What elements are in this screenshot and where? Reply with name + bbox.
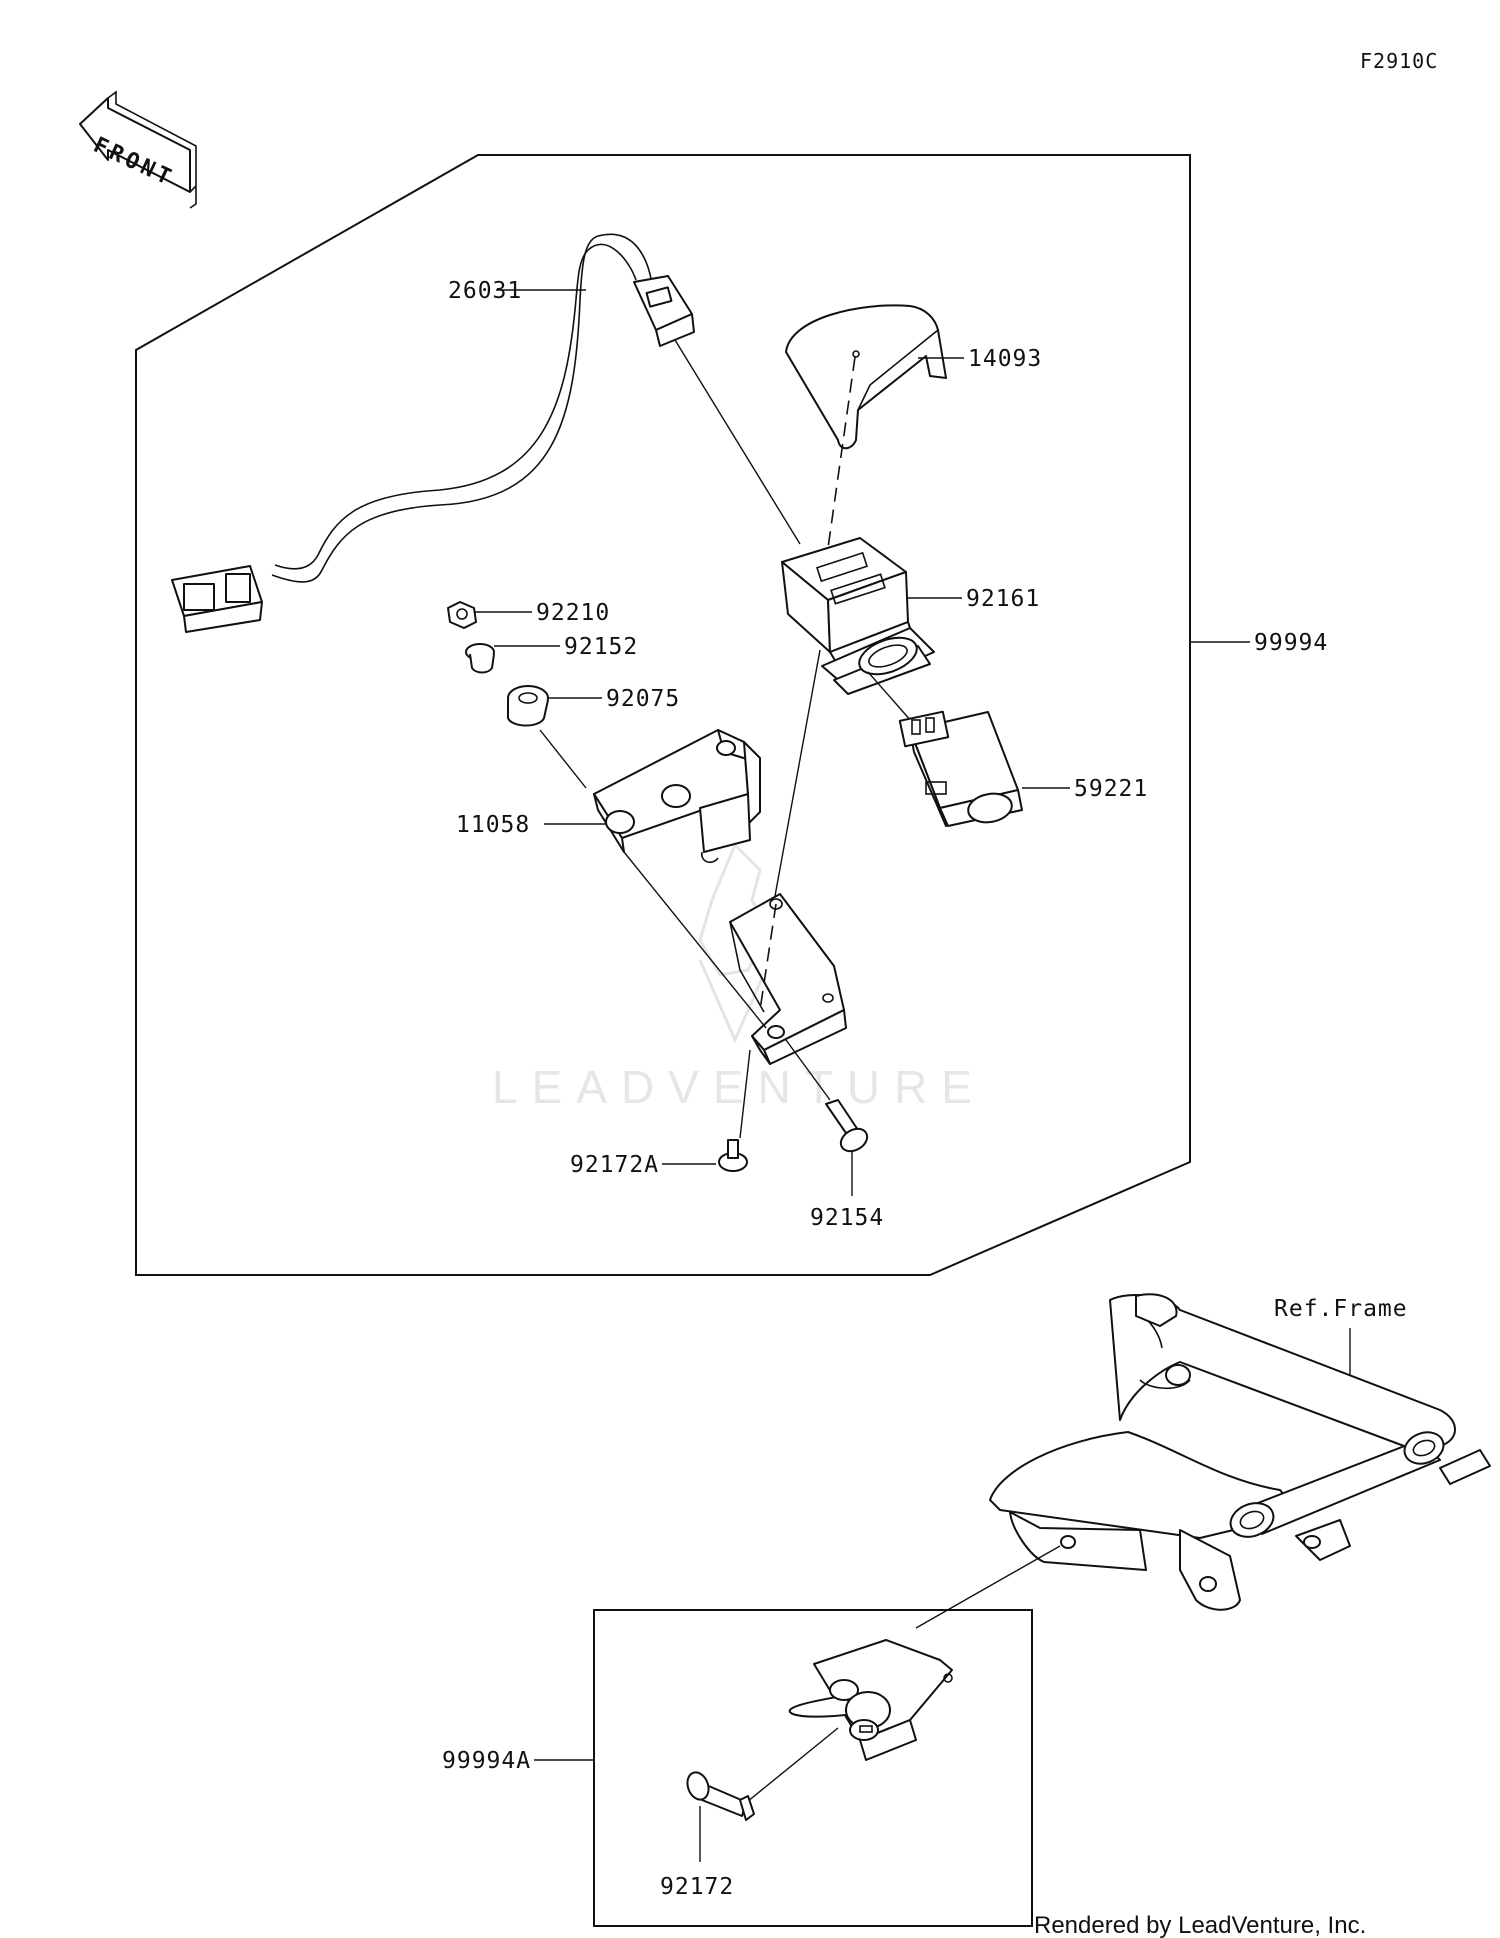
callout-92210: 92210 (536, 600, 610, 626)
callout-92172: 92172 (660, 1874, 734, 1900)
unit-59221 (898, 710, 1023, 827)
screw-92172 (686, 1771, 755, 1821)
figure-code: F2910C (1360, 49, 1438, 73)
callout-92075: 92075 (606, 686, 680, 712)
watermark-text: LEADVENTURE (492, 1061, 986, 1113)
callout-92154: 92154 (810, 1205, 884, 1231)
kit-outline-99994A (593, 1609, 1033, 1927)
mounting-plate (729, 893, 847, 1065)
cover-14093 (785, 304, 947, 450)
watermark-logo (698, 842, 772, 1044)
lock-bracket-99994A (788, 1639, 953, 1761)
callout-99994: 99994 (1254, 630, 1328, 656)
callout-14093: 14093 (968, 346, 1042, 372)
wiring-harness-26031 (171, 233, 695, 633)
callout-99994A: 99994A (442, 1748, 531, 1774)
callout-59221: 59221 (1074, 776, 1148, 802)
holder-92161 (781, 537, 935, 695)
ref-frame-label: Ref.Frame (1274, 1296, 1408, 1322)
reference-frame (989, 1293, 1491, 1611)
bracket-11058 (593, 729, 761, 864)
front-arrow-icon: FRONT (79, 90, 197, 209)
bolt-92154 (825, 1099, 869, 1153)
grommet-92075 (507, 685, 549, 727)
callout-92161: 92161 (966, 586, 1040, 612)
callout-26031: 26031 (448, 278, 522, 304)
collar-92152 (465, 643, 495, 674)
nut-92210 (447, 601, 477, 629)
callout-11058: 11058 (456, 812, 530, 838)
credit-text: Rendered by LeadVenture, Inc. (1034, 1912, 1366, 1938)
screw-92172A (718, 1139, 748, 1172)
kit-outline-99994 (135, 154, 1191, 1276)
callout-92152: 92152 (564, 634, 638, 660)
callout-92172A: 92172A (570, 1152, 659, 1178)
